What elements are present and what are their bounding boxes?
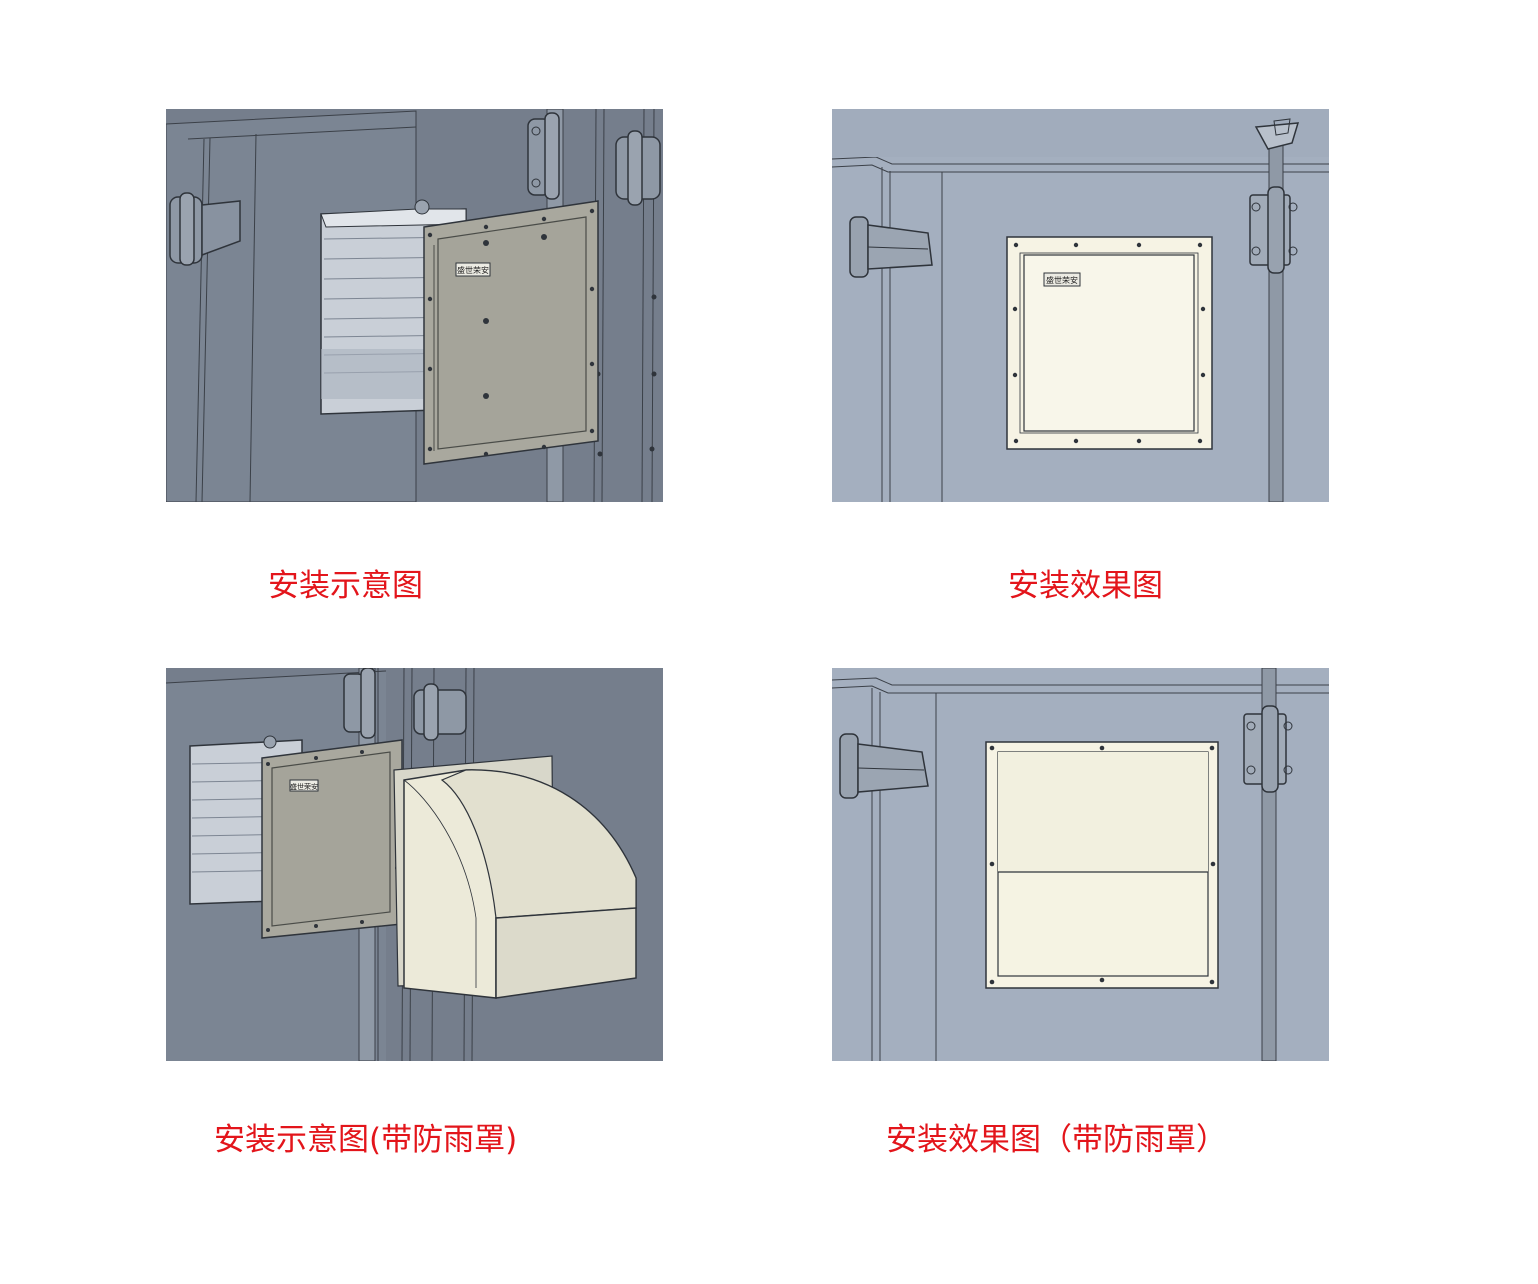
install-result-figure: 盛世荣安 [832, 109, 1329, 502]
access-plate [437, 216, 587, 450]
install-result-rain-hood-figure [832, 668, 1329, 1061]
install-diagram-rain-hood-figure: 盛世荣安 [166, 668, 663, 1061]
install-diagram-rain-hood-drawing: 盛世荣安 [166, 668, 663, 1061]
door-latch [1254, 118, 1300, 150]
rain-hood [393, 755, 637, 999]
brand-label-plate: 盛世荣安 [289, 779, 319, 792]
install-diagram-drawing: 盛世荣安 [166, 109, 663, 502]
install-result-caption: 安装效果图 [1008, 568, 1163, 604]
hinge-right [413, 683, 467, 741]
hinge-right [1249, 186, 1298, 274]
hinge-right [1243, 705, 1293, 793]
install-diagram-rain-hood-caption: 安装示意图(带防雨罩) [214, 1122, 518, 1158]
install-diagram-caption: 安装示意图 [268, 568, 423, 604]
brand-label-text: 盛世荣安 [457, 265, 489, 275]
hinge-top [343, 668, 376, 739]
brand-label-plate: 盛世荣安 [455, 262, 491, 277]
lock-rod [1268, 128, 1284, 502]
install-result-rain-hood-drawing [832, 668, 1329, 1061]
hinge-left [839, 733, 929, 799]
hinge-top [527, 112, 560, 200]
install-diagram-figure: 盛世荣安 [166, 109, 663, 502]
install-result-rain-hood-caption: 安装效果图（带防雨罩） [886, 1122, 1227, 1158]
hinge-right [615, 130, 661, 206]
access-plate [271, 751, 391, 927]
brand-label-plate: 盛世荣安 [1043, 272, 1081, 287]
brand-label-text: 盛世荣安 [1046, 275, 1078, 285]
brand-label-text: 盛世荣安 [290, 782, 318, 791]
install-result-drawing: 盛世荣安 [832, 109, 1329, 502]
hinge-left [849, 216, 933, 278]
hinge-left [169, 192, 241, 266]
